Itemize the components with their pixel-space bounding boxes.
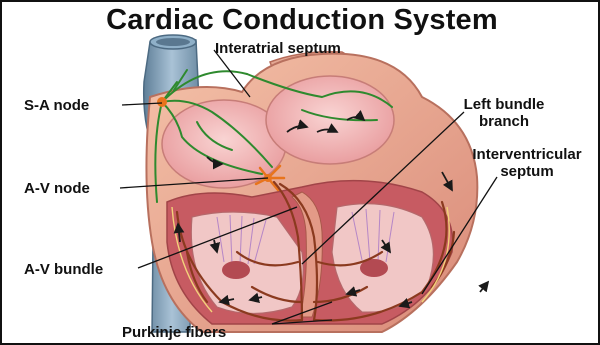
label-av-bundle: A-V bundle [24,261,103,278]
label-left-bundle-branch: Left bundle branch [454,96,554,130]
label-interventricular-septum: Interventricular septum [452,146,600,180]
label-interventricular-septum-line1: Interventricular [452,146,600,163]
label-av-node: A-V node [24,180,90,197]
label-interatrial-septum: Interatrial septum [215,40,341,57]
diagram-title: Cardiac Conduction System [2,4,600,37]
sa-node-marker [157,97,167,107]
label-left-bundle-branch-line2: branch [454,113,554,130]
label-purkinje-fibers: Purkinje fibers [122,324,226,341]
label-left-bundle-branch-line1: Left bundle [454,96,554,113]
label-sa-node: S-A node [24,97,89,114]
label-interventricular-septum-line2: septum [452,163,600,180]
